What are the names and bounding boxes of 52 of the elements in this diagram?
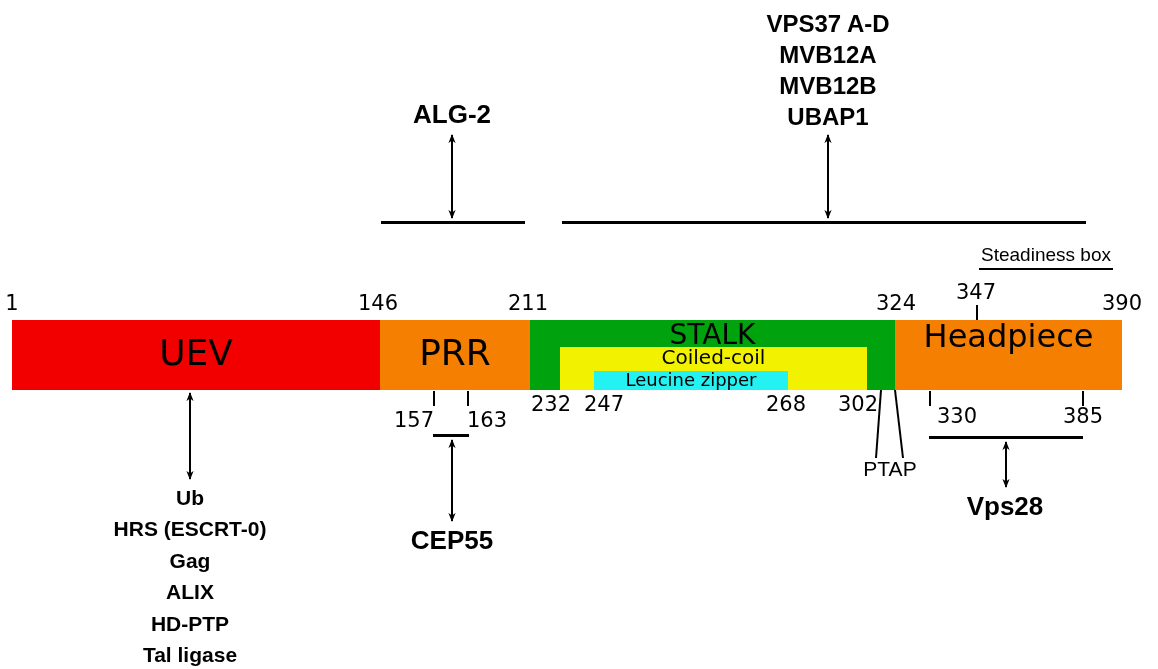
protein-name: ALG-2 bbox=[413, 98, 491, 130]
protein-name: UBAP1 bbox=[787, 102, 869, 132]
region-label: Steadiness box bbox=[979, 242, 1113, 270]
domain-label: Leucine zipper bbox=[625, 371, 757, 390]
binding-region-bar bbox=[562, 221, 1086, 224]
protein-name: MVB12A bbox=[779, 40, 877, 70]
leader-line bbox=[875, 389, 882, 459]
double-headed-arrow bbox=[448, 134, 456, 219]
domain-segment bbox=[380, 320, 530, 390]
residue-number: 211 bbox=[507, 293, 549, 314]
protein-name: ALIX bbox=[166, 579, 214, 606]
residue-number: 157 bbox=[393, 410, 435, 431]
leader-line bbox=[894, 389, 904, 459]
motif-label: PTAP bbox=[863, 458, 917, 481]
double-headed-arrow bbox=[824, 134, 832, 219]
residue-number: 330 bbox=[936, 406, 978, 427]
domain-segment bbox=[12, 320, 380, 390]
double-headed-arrow bbox=[186, 392, 194, 480]
residue-number: 146 bbox=[357, 293, 399, 314]
domain-label: UEV bbox=[159, 334, 233, 372]
binding-region-bar bbox=[433, 434, 469, 437]
region-box bbox=[594, 371, 788, 390]
domain-label: STALK bbox=[669, 320, 756, 350]
protein-name: HRS (ESCRT-0) bbox=[113, 516, 267, 543]
protein-name: Ub bbox=[176, 485, 204, 511]
residue-number: 385 bbox=[1062, 406, 1104, 427]
residue-number: 1 bbox=[5, 293, 19, 314]
domain-label: PRR bbox=[419, 334, 491, 372]
binding-region-bar bbox=[929, 436, 1083, 439]
domain-segment bbox=[895, 320, 1122, 390]
protein-name: Gag bbox=[169, 547, 211, 574]
residue-number: 247 bbox=[583, 394, 625, 415]
residue-number: 268 bbox=[765, 394, 807, 415]
binding-region-bar bbox=[381, 221, 525, 224]
residue-number: 390 bbox=[1101, 293, 1143, 314]
domain-label: Coiled-coil bbox=[661, 347, 766, 368]
region-box bbox=[560, 347, 867, 390]
protein-name: Vps28 bbox=[966, 490, 1044, 522]
protein-name: CEP55 bbox=[410, 524, 494, 556]
protein-name: VPS37 A-D bbox=[766, 9, 890, 39]
residue-number: 302 bbox=[837, 394, 879, 415]
residue-number: 347 bbox=[955, 282, 997, 303]
protein-name: Tal ligase bbox=[142, 642, 238, 669]
protein-name: HD-PTP bbox=[150, 610, 230, 637]
residue-number: 324 bbox=[875, 293, 917, 314]
domain-label: Headpiece bbox=[923, 320, 1094, 354]
residue-number: 163 bbox=[466, 410, 508, 431]
protein-name: MVB12B bbox=[779, 71, 877, 101]
residue-number: 232 bbox=[530, 394, 572, 415]
double-headed-arrow bbox=[1002, 441, 1010, 488]
domain-segment bbox=[530, 320, 895, 390]
double-headed-arrow bbox=[448, 439, 456, 522]
